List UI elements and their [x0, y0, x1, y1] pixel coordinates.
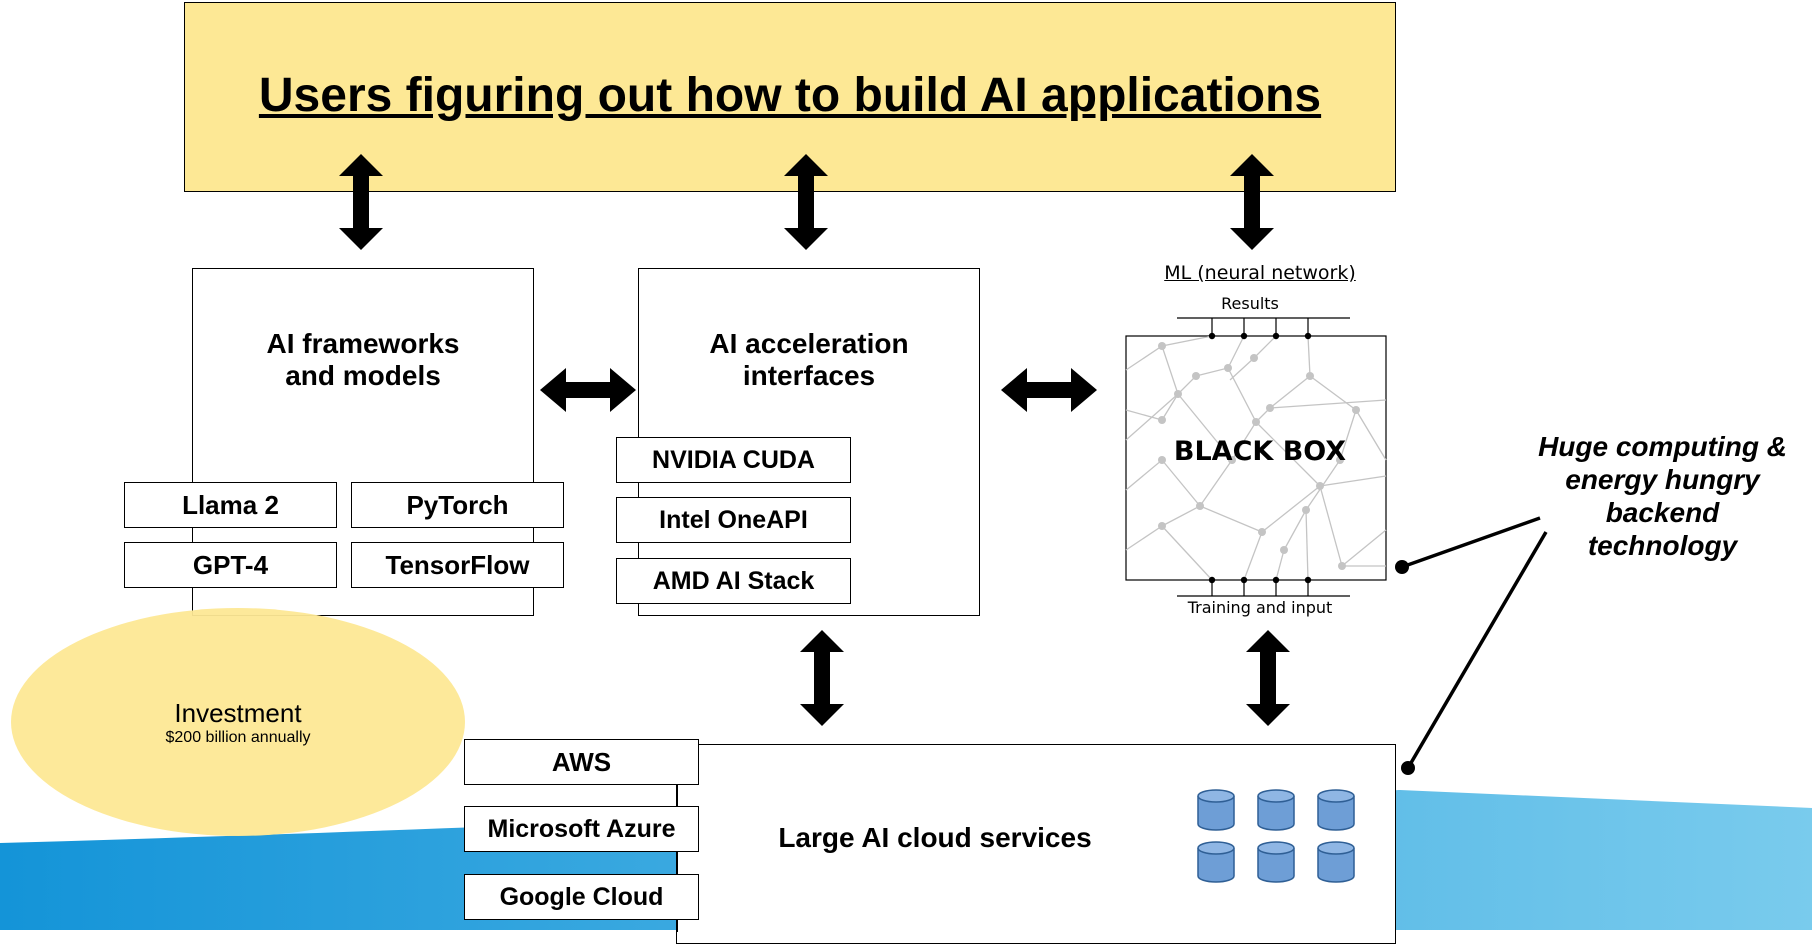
- database-icon: [1197, 789, 1235, 831]
- database-icon: [1257, 841, 1295, 883]
- framework-tensorflow: TensorFlow: [351, 542, 564, 588]
- backend-note-line3: backend: [1605, 497, 1720, 528]
- framework-llama2: Llama 2: [124, 482, 337, 528]
- accel-intel-oneapi: Intel OneAPI: [616, 497, 851, 543]
- cloud-google-cloud: Google Cloud: [464, 874, 699, 920]
- acceleration-title: AI acceleration interfaces: [638, 328, 980, 392]
- accel-amd-ai-stack: AMD AI Stack: [616, 558, 851, 604]
- framework-gpt4: GPT-4: [124, 542, 337, 588]
- frameworks-title-line1: AI frameworks: [266, 328, 460, 359]
- cloud-aws: AWS: [464, 739, 699, 785]
- acceleration-title-line1: AI acceleration: [709, 328, 909, 359]
- investment-ellipse: [11, 608, 465, 836]
- cloud-microsoft-azure: Microsoft Azure: [464, 806, 699, 852]
- investment-label: Investment: [174, 698, 302, 728]
- black-box-label: BLACK BOX: [1173, 436, 1347, 467]
- backend-note-line4: technology: [1587, 530, 1738, 561]
- database-icon: [1257, 789, 1295, 831]
- frameworks-title-line2: and models: [285, 360, 441, 391]
- frameworks-title: AI frameworks and models: [192, 328, 534, 392]
- database-icons: [1197, 789, 1355, 883]
- framework-pytorch: PyTorch: [351, 482, 564, 528]
- backend-note-line1: Huge computing &: [1538, 431, 1787, 462]
- investment-amount: $200 billion annually: [165, 729, 311, 746]
- database-icon: [1197, 841, 1235, 883]
- database-icon: [1317, 841, 1355, 883]
- ml-heading: ML (neural network): [1164, 262, 1356, 284]
- backend-note-line2: energy hungry: [1565, 464, 1760, 495]
- users-title: Users figuring out how to build AI appli…: [258, 69, 1322, 122]
- backend-note: Huge computing & energy hungry backend t…: [1520, 430, 1805, 562]
- cloud-services-title: Large AI cloud services: [778, 822, 1092, 853]
- neural-network-diagram: [1125, 317, 1387, 597]
- ml-input-label: Training and input: [1187, 598, 1333, 617]
- ml-results-label: Results: [1221, 294, 1279, 313]
- accel-nvidia-cuda: NVIDIA CUDA: [616, 437, 851, 483]
- acceleration-title-line2: interfaces: [742, 360, 876, 391]
- cloud-panel-connector: [676, 782, 678, 932]
- database-icon: [1317, 789, 1355, 831]
